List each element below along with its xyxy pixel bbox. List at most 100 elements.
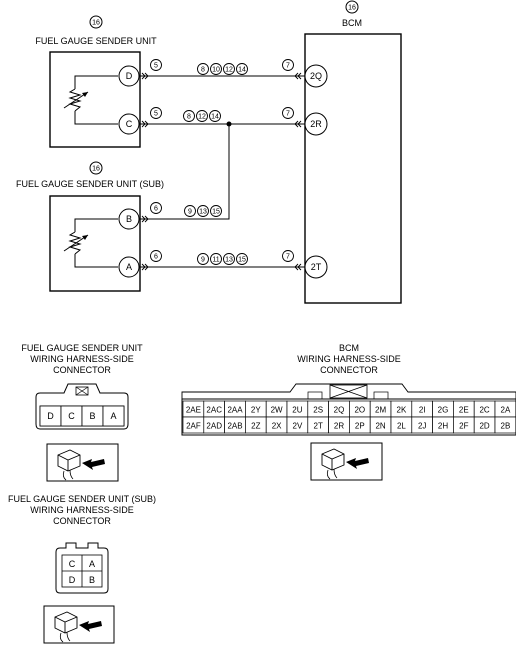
bcm-connector-cavity-label: 2B (501, 422, 511, 431)
wire-d-mid-label: 14 (238, 67, 246, 74)
bcm-connector-cavity-label: 2Y (251, 406, 261, 415)
wire-c-right-label: 7 (286, 111, 290, 118)
bcm-connector-cavity-label: 2U (292, 406, 302, 415)
sender-sub-box (49, 195, 141, 292)
sub-connector-cavity: D (69, 575, 76, 585)
sender-connector-cavity: A (110, 411, 116, 421)
bcm-connector-cavity-label: 2Q (334, 406, 345, 415)
wire-a-mid-label: 11 (212, 257, 219, 264)
wire-c-mid-label: 8 (187, 114, 191, 121)
bcm-connector-cavity-label: 2S (313, 406, 323, 415)
bcm-connector-cavity-label: 2O (354, 406, 365, 415)
bcm-connector-cavity-label: 2C (479, 406, 489, 415)
bcm-connector-title-1: BCM (339, 343, 359, 353)
wire-c-mid-label: 12 (198, 114, 206, 121)
harness-connector-icon (43, 605, 115, 644)
wire-labels-left: 5 5 6 6 (150, 59, 162, 262)
sender-connector-cavity: C (68, 411, 75, 421)
sub-connector-title-1: FUEL GAUGE SENDER UNIT (SUB) (8, 494, 156, 504)
sub-connector-cavity: C (69, 559, 76, 569)
sender-box (49, 51, 141, 148)
bcm-connector-key-icon (307, 391, 323, 400)
bcm-connector-cavity-label: 2H (438, 422, 448, 431)
wire-d-mid-label: 8 (201, 67, 205, 74)
wire-a-mid-label: 9 (201, 257, 205, 264)
wire-b-mid-label: 9 (188, 209, 192, 216)
bcm-title: BCM (342, 18, 362, 28)
sub-connector-cavity: B (89, 575, 95, 585)
bcm-connector-cavity-label: 2N (375, 422, 385, 431)
bcm-connector-cavity-label: 2I (419, 406, 426, 415)
wire-labels-mid: 8 10 12 14 8 12 14 9 13 15 9 11 13 15 (183, 63, 248, 265)
wire-a-mid-label: 13 (225, 257, 233, 264)
bcm-connector-cavity-label: 2L (397, 422, 406, 431)
wires (139, 75, 305, 268)
wire-c-left-label: 5 (154, 111, 158, 118)
bcm-unit: 16 BCM 2Q 2R 2T (304, 0, 402, 304)
bcm-box (304, 33, 402, 304)
bcm-connector-housing (181, 383, 516, 399)
connector-chevrons (141, 72, 302, 271)
wire-d-right-label: 7 (286, 63, 290, 70)
wire-d-mid-label: 10 (212, 67, 220, 74)
sender-sub-pin-a: A (126, 262, 132, 272)
bcm-connector-cavity-label: 2F (459, 422, 468, 431)
sender-connector-cavity: B (89, 411, 95, 421)
sender-pin-c: C (126, 119, 133, 129)
sender-ref: 16 (92, 20, 100, 27)
bcm-connector-cavity-label: 2G (438, 406, 449, 415)
sender-connector-title-1: FUEL GAUGE SENDER UNIT (21, 343, 143, 353)
bcm-connector-cavity-label: 2D (479, 422, 489, 431)
bcm-connector-cavity-label: 2AD (206, 422, 222, 431)
bcm-connector-cavity-label: 2M (375, 406, 386, 415)
sender-resistor-icon (68, 88, 82, 112)
wire-d-left-label: 5 (154, 63, 158, 70)
sender-sub-ref: 16 (92, 166, 100, 173)
wire-b-mid-label: 15 (212, 209, 220, 216)
bcm-connector-cavity-label: 2Z (251, 422, 260, 431)
sender-sub-title: FUEL GAUGE SENDER UNIT (SUB) (16, 179, 164, 189)
bcm-connector-cavity-label: 2W (271, 406, 283, 415)
wire-b-mid-label: 13 (199, 209, 207, 216)
wire-b-left-label: 6 (154, 206, 158, 213)
bcm-ref: 16 (348, 5, 356, 12)
bcm-pin-2q: 2Q (310, 71, 322, 81)
bcm-connector-cavity-label: 2X (272, 422, 282, 431)
bcm-connector-cavity-label: 2AC (206, 406, 222, 415)
bcm-connector-cavity-label: 2V (293, 422, 303, 431)
wire-a-left-label: 6 (154, 254, 158, 261)
sub-connector-title-2: WIRING HARNESS-SIDE (30, 505, 134, 515)
sender-connector-title-3: CONNECTOR (53, 365, 111, 375)
wire-b-splice (139, 124, 230, 220)
wire-a-mid-label: 15 (238, 257, 246, 264)
bcm-connector-cavity-label: 2AB (227, 422, 242, 431)
bcm-connector-cavity-label: 2K (397, 406, 407, 415)
harness-connector-icon (310, 442, 383, 481)
sender-connector-cavity: D (47, 411, 54, 421)
bcm-pin-2t: 2T (311, 262, 322, 272)
bcm-connector-key-icon (373, 391, 389, 400)
bcm-connector-title-3: CONNECTOR (320, 365, 378, 375)
sender-connector-title-2: WIRING HARNESS-SIDE (30, 354, 134, 364)
wire-d-mid-label: 12 (225, 67, 233, 74)
bcm-pin-2r: 2R (310, 119, 322, 129)
splice-dot (226, 121, 232, 127)
sender-connector-view: FUEL GAUGE SENDER UNIT WIRING HARNESS-SI… (21, 343, 143, 430)
bcm-connector-cavity-label: 2A (501, 406, 511, 415)
bcm-connector-cavity-label: 2E (459, 406, 469, 415)
bcm-connector-title-2: WIRING HARNESS-SIDE (297, 354, 401, 364)
bcm-connector-cavity-label: 2T (314, 422, 323, 431)
bcm-connector-cavity-label: 2AF (186, 422, 201, 431)
sub-connector-view: FUEL GAUGE SENDER UNIT (SUB) WIRING HARN… (8, 494, 156, 594)
bcm-connector-cavity-label: 2P (355, 422, 365, 431)
sub-connector-cavity: A (89, 559, 95, 569)
sender-sub-pin-b: B (126, 214, 132, 224)
wire-c-mid-label: 14 (211, 114, 219, 121)
sender-unit: 16 FUEL GAUGE SENDER UNIT D C (35, 15, 157, 148)
bcm-connector-cavity-label: 2J (418, 422, 426, 431)
sender-title: FUEL GAUGE SENDER UNIT (35, 36, 157, 46)
wire-a-right-label: 7 (286, 254, 290, 261)
